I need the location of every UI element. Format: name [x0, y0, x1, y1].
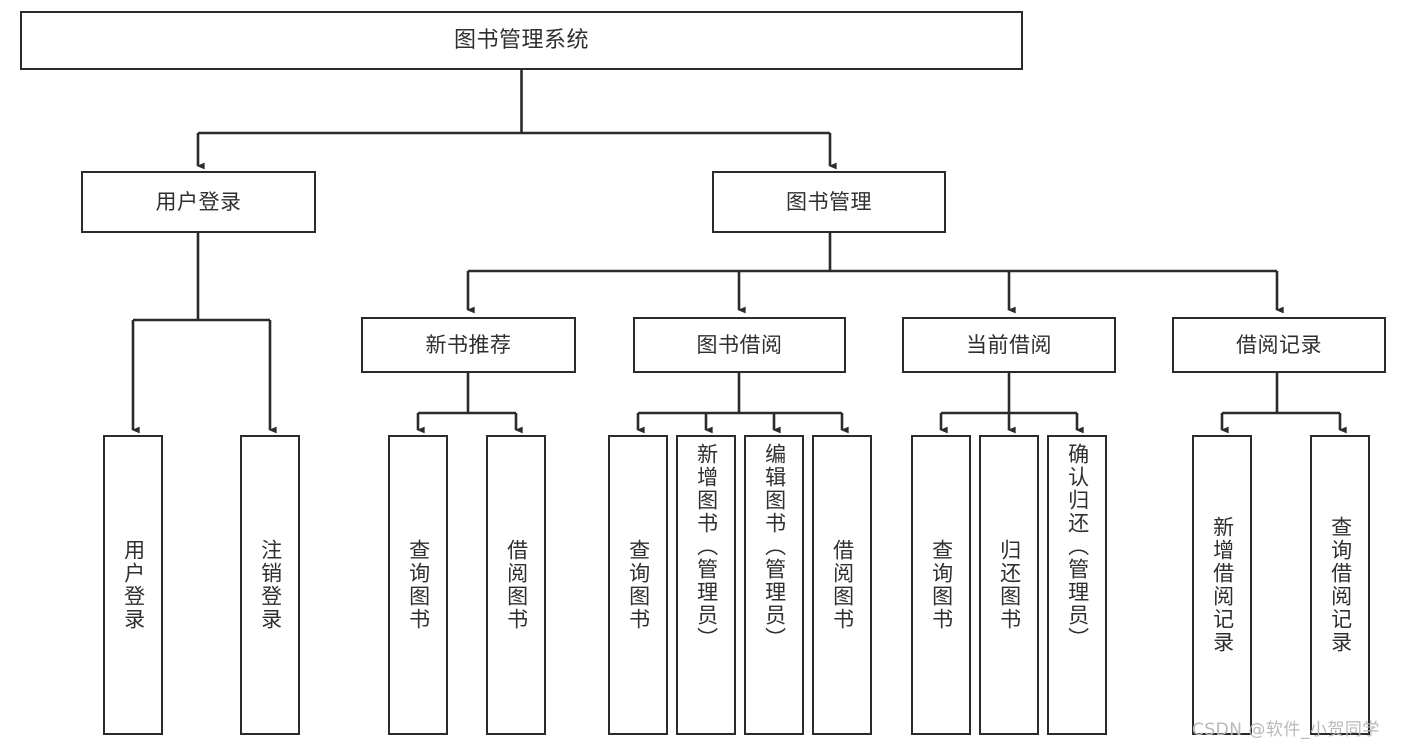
- node-root-system[interactable]: 图书管理系统: [20, 11, 1023, 70]
- node-leaf-return-book-label: 归还图书: [997, 539, 1022, 631]
- node-leaf-query-book-current-label: 查询图书: [929, 539, 954, 631]
- node-leaf-borrow-book-recommend-label: 借阅图书: [504, 539, 529, 631]
- node-book-management[interactable]: 图书管理: [712, 171, 946, 233]
- node-leaf-confirm-return-label: 确认归还（管理员）: [1065, 443, 1090, 650]
- node-leaf-borrow-book[interactable]: 借阅图书: [812, 435, 872, 735]
- node-current-borrow-label: 当前借阅: [966, 332, 1052, 357]
- node-leaf-query-borrow-record[interactable]: 查询借阅记录: [1310, 435, 1370, 735]
- node-book-borrow[interactable]: 图书借阅: [633, 317, 846, 373]
- node-leaf-logout[interactable]: 注销登录: [240, 435, 300, 735]
- node-leaf-query-borrow-record-label: 查询借阅记录: [1328, 516, 1353, 654]
- node-leaf-query-book-borrow-label: 查询图书: [626, 539, 651, 631]
- node-leaf-confirm-return[interactable]: 确认归还（管理员）: [1047, 435, 1107, 735]
- node-leaf-query-book-current[interactable]: 查询图书: [911, 435, 971, 735]
- node-leaf-logout-label: 注销登录: [258, 539, 283, 631]
- watermark-csdn: CSDN @软件_小贺同学: [1192, 720, 1380, 740]
- node-leaf-user-login[interactable]: 用户登录: [103, 435, 163, 735]
- node-leaf-return-book[interactable]: 归还图书: [979, 435, 1039, 735]
- node-book-management-label: 图书管理: [786, 189, 872, 214]
- node-borrow-record[interactable]: 借阅记录: [1172, 317, 1386, 373]
- node-leaf-edit-book-label: 编辑图书（管理员）: [762, 443, 787, 650]
- node-leaf-add-book[interactable]: 新增图书（管理员）: [676, 435, 736, 735]
- node-root-label: 图书管理系统: [453, 27, 589, 53]
- node-user-login[interactable]: 用户登录: [81, 171, 316, 233]
- node-leaf-add-borrow-record[interactable]: 新增借阅记录: [1192, 435, 1252, 735]
- node-leaf-add-book-label: 新增图书（管理员）: [694, 443, 719, 650]
- node-book-borrow-label: 图书借阅: [696, 332, 783, 357]
- node-new-book-recommend[interactable]: 新书推荐: [361, 317, 576, 373]
- node-leaf-query-book-recommend[interactable]: 查询图书: [388, 435, 448, 735]
- node-leaf-borrow-book-label: 借阅图书: [830, 539, 855, 631]
- node-leaf-add-borrow-record-label: 新增借阅记录: [1210, 516, 1235, 654]
- node-leaf-query-book-borrow[interactable]: 查询图书: [608, 435, 668, 735]
- node-leaf-borrow-book-recommend[interactable]: 借阅图书: [486, 435, 546, 735]
- node-leaf-edit-book[interactable]: 编辑图书（管理员）: [744, 435, 804, 735]
- node-leaf-query-book-recommend-label: 查询图书: [406, 539, 431, 631]
- node-leaf-user-login-label: 用户登录: [121, 539, 146, 631]
- node-user-login-label: 用户登录: [155, 189, 242, 214]
- node-current-borrow[interactable]: 当前借阅: [902, 317, 1116, 373]
- node-borrow-record-label: 借阅记录: [1236, 332, 1322, 357]
- node-new-book-recommend-label: 新书推荐: [425, 332, 512, 357]
